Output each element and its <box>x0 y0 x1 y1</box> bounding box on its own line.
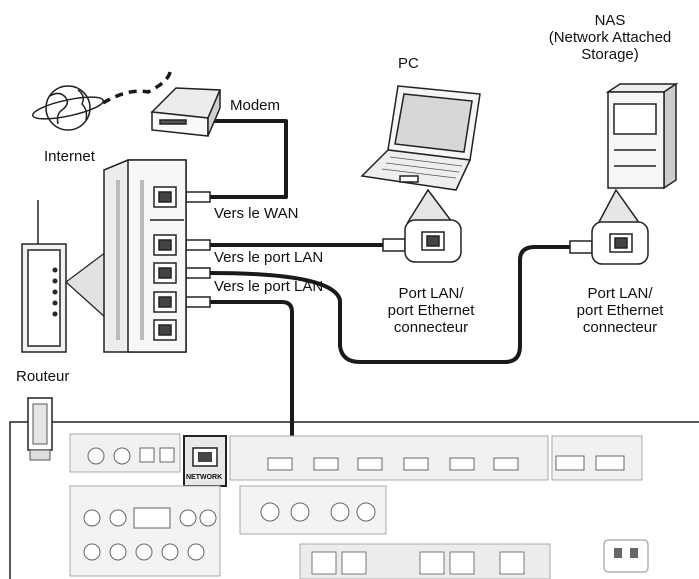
pc-port-label-line1: Port LAN/ <box>398 285 464 302</box>
pc-port-label: Port LAN/ port Ethernet connecteur <box>366 285 496 336</box>
nas-label-line1: NAS <box>594 12 626 29</box>
nas-port-label-line2: port Ethernet <box>576 302 664 319</box>
router-label: Routeur <box>16 368 70 385</box>
router-zoom-callout <box>65 250 107 320</box>
nas-label: NAS (Network Attached Storage) <box>520 12 699 63</box>
router-device-icon <box>21 200 67 353</box>
av-receiver-rear-panel <box>9 397 699 579</box>
pc-label: PC <box>398 55 419 72</box>
to-lan-label-2: Vers le port LAN <box>214 278 324 295</box>
nas-label-line3: Storage) <box>581 46 639 63</box>
router-lan-port-1 <box>153 234 177 256</box>
modem-device-icon <box>150 87 222 137</box>
internet-label: Internet <box>44 148 95 165</box>
plug-lan-1 <box>185 239 211 251</box>
pc-laptop-icon <box>360 85 481 191</box>
nas-tower-icon <box>605 82 679 190</box>
cable-modem-wan <box>206 119 288 199</box>
router-lan-port-4 <box>153 319 177 341</box>
network-jack-label: NETWORK <box>186 474 223 481</box>
nas-port-label: Port LAN/ port Ethernet connecteur <box>555 285 685 336</box>
modem-label: Modem <box>230 97 281 114</box>
nas-port-label-line3: connecteur <box>582 319 658 336</box>
nas-lan-port-callout <box>591 188 649 265</box>
internet-globe-icon <box>31 85 105 131</box>
plug-wan <box>185 191 211 203</box>
plug-pc <box>382 238 406 252</box>
router-lan-port-2 <box>153 262 177 284</box>
to-lan-label-1: Vers le port LAN <box>214 249 324 266</box>
pc-port-label-line3: connecteur <box>393 319 469 336</box>
pc-port-label-line2: port Ethernet <box>387 302 475 319</box>
router-zoom-panel <box>103 159 187 353</box>
router-lan-port-3 <box>153 291 177 313</box>
cable-internet-modem <box>102 71 172 105</box>
router-wan-port <box>153 186 177 208</box>
cable-lan-nas <box>208 245 574 364</box>
plug-lan-2 <box>185 267 211 279</box>
nas-label-line2: (Network Attached <box>548 29 672 46</box>
pc-lan-port-callout <box>404 188 462 263</box>
plug-nas <box>569 240 593 254</box>
nas-port-label-line1: Port LAN/ <box>587 285 653 302</box>
plug-lan-3 <box>185 296 211 308</box>
to-wan-label: Vers le WAN <box>214 205 299 222</box>
